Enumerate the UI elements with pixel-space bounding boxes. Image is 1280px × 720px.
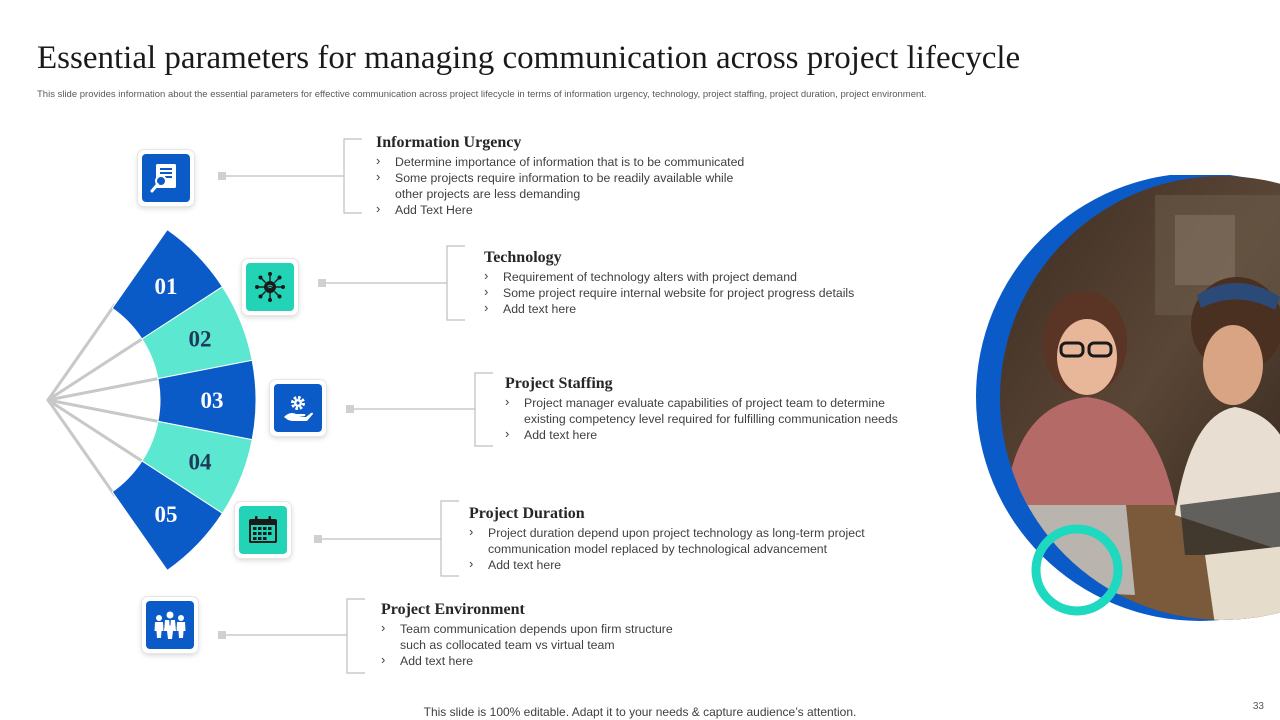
slide-title: Essential parameters for managing commun…: [37, 40, 1021, 76]
arc-labels: 01 02 03 04 05: [154, 274, 223, 527]
team-icon: [154, 611, 186, 639]
fan-line: [46, 398, 164, 424]
arc-label-02: 02: [189, 327, 212, 352]
network-icon: [255, 272, 285, 302]
connector-dot: [218, 172, 226, 180]
bullet-continuation: communication model replaced by technolo…: [488, 542, 828, 556]
arc-label-05: 05: [154, 502, 177, 527]
icon-box-project-environment: [142, 597, 198, 653]
bullet-continuation: such as collocated team vs virtual team: [400, 638, 615, 652]
connector-bracket: [474, 372, 493, 447]
heading-project-duration: Project Duration: [469, 505, 585, 522]
arc-label-03: 03: [201, 388, 224, 413]
slide-subtitle: This slide provides information about th…: [37, 89, 927, 100]
heading-information-urgency: Information Urgency: [376, 134, 522, 151]
icon-box-technology: [242, 259, 298, 315]
connector-bracket: [343, 138, 362, 214]
block-technology: Technology Requirement of technology alt…: [484, 249, 854, 317]
fan-line: [46, 376, 164, 402]
arc-segment-05: [111, 460, 224, 572]
bullet: Add text here: [505, 426, 898, 443]
connector-dot: [314, 535, 322, 543]
bullet: Some projects require information to be …: [376, 169, 744, 186]
footer-note: This slide is 100% editable. Adapt it to…: [423, 705, 857, 719]
bullet: Add Text Here: [376, 201, 744, 218]
arc-segments: [111, 228, 257, 572]
fan-line: [46, 398, 147, 465]
fan-line: [46, 303, 117, 402]
connector-bracket: [446, 245, 465, 321]
bullet: Requirement of technology alters with pr…: [484, 268, 854, 285]
fan-line: [46, 335, 147, 402]
arc-label-04: 04: [189, 449, 213, 474]
bullet: Project duration depend upon project tec…: [469, 524, 865, 541]
icon-box-project-duration: [235, 502, 291, 558]
bullet-continuation: existing competency level required for f…: [524, 412, 898, 426]
heading-technology: Technology: [484, 249, 562, 266]
bullet: Add text here: [484, 300, 854, 317]
heading-project-staffing: Project Staffing: [505, 375, 613, 392]
meeting-photo: [1000, 176, 1280, 620]
block-project-duration: Project Duration Project duration depend…: [469, 505, 865, 573]
bullet: Determine importance of information that…: [376, 153, 744, 170]
fan-lines: [46, 303, 164, 497]
photo-illustration: [975, 173, 1280, 625]
icon-box-project-staffing: [270, 380, 326, 436]
bullet: Team communication depends upon firm str…: [381, 620, 673, 637]
calendar-icon: [249, 516, 277, 543]
connector-dot: [218, 631, 226, 639]
bullet: Add text here: [381, 652, 673, 669]
heading-project-environment: Project Environment: [381, 601, 525, 618]
connector-dot: [346, 405, 354, 413]
bullet: Project manager evaluate capabilities of…: [505, 394, 898, 411]
document-search-icon: [150, 164, 176, 193]
connector-lines: [218, 138, 493, 674]
block-information-urgency: Information Urgency Determine importance…: [376, 134, 744, 218]
gear-hand-icon: [284, 396, 313, 421]
bullet-continuation: other projects are less demanding: [395, 187, 581, 201]
block-project-environment: Project Environment Team communication d…: [381, 601, 673, 669]
bullet: Some project require internal website fo…: [484, 284, 854, 301]
connector-bracket: [346, 598, 365, 674]
connector-dot: [318, 279, 326, 287]
icon-box-information-urgency: [138, 150, 194, 206]
teal-ring-accent: [1031, 524, 1123, 616]
page-number: 33: [1252, 701, 1264, 712]
block-project-staffing: Project Staffing Project manager evaluat…: [505, 375, 898, 443]
arc-label-01: 01: [154, 274, 177, 299]
connector-bracket: [440, 500, 459, 577]
bullet: Add text here: [469, 556, 865, 573]
fan-line: [46, 398, 117, 497]
